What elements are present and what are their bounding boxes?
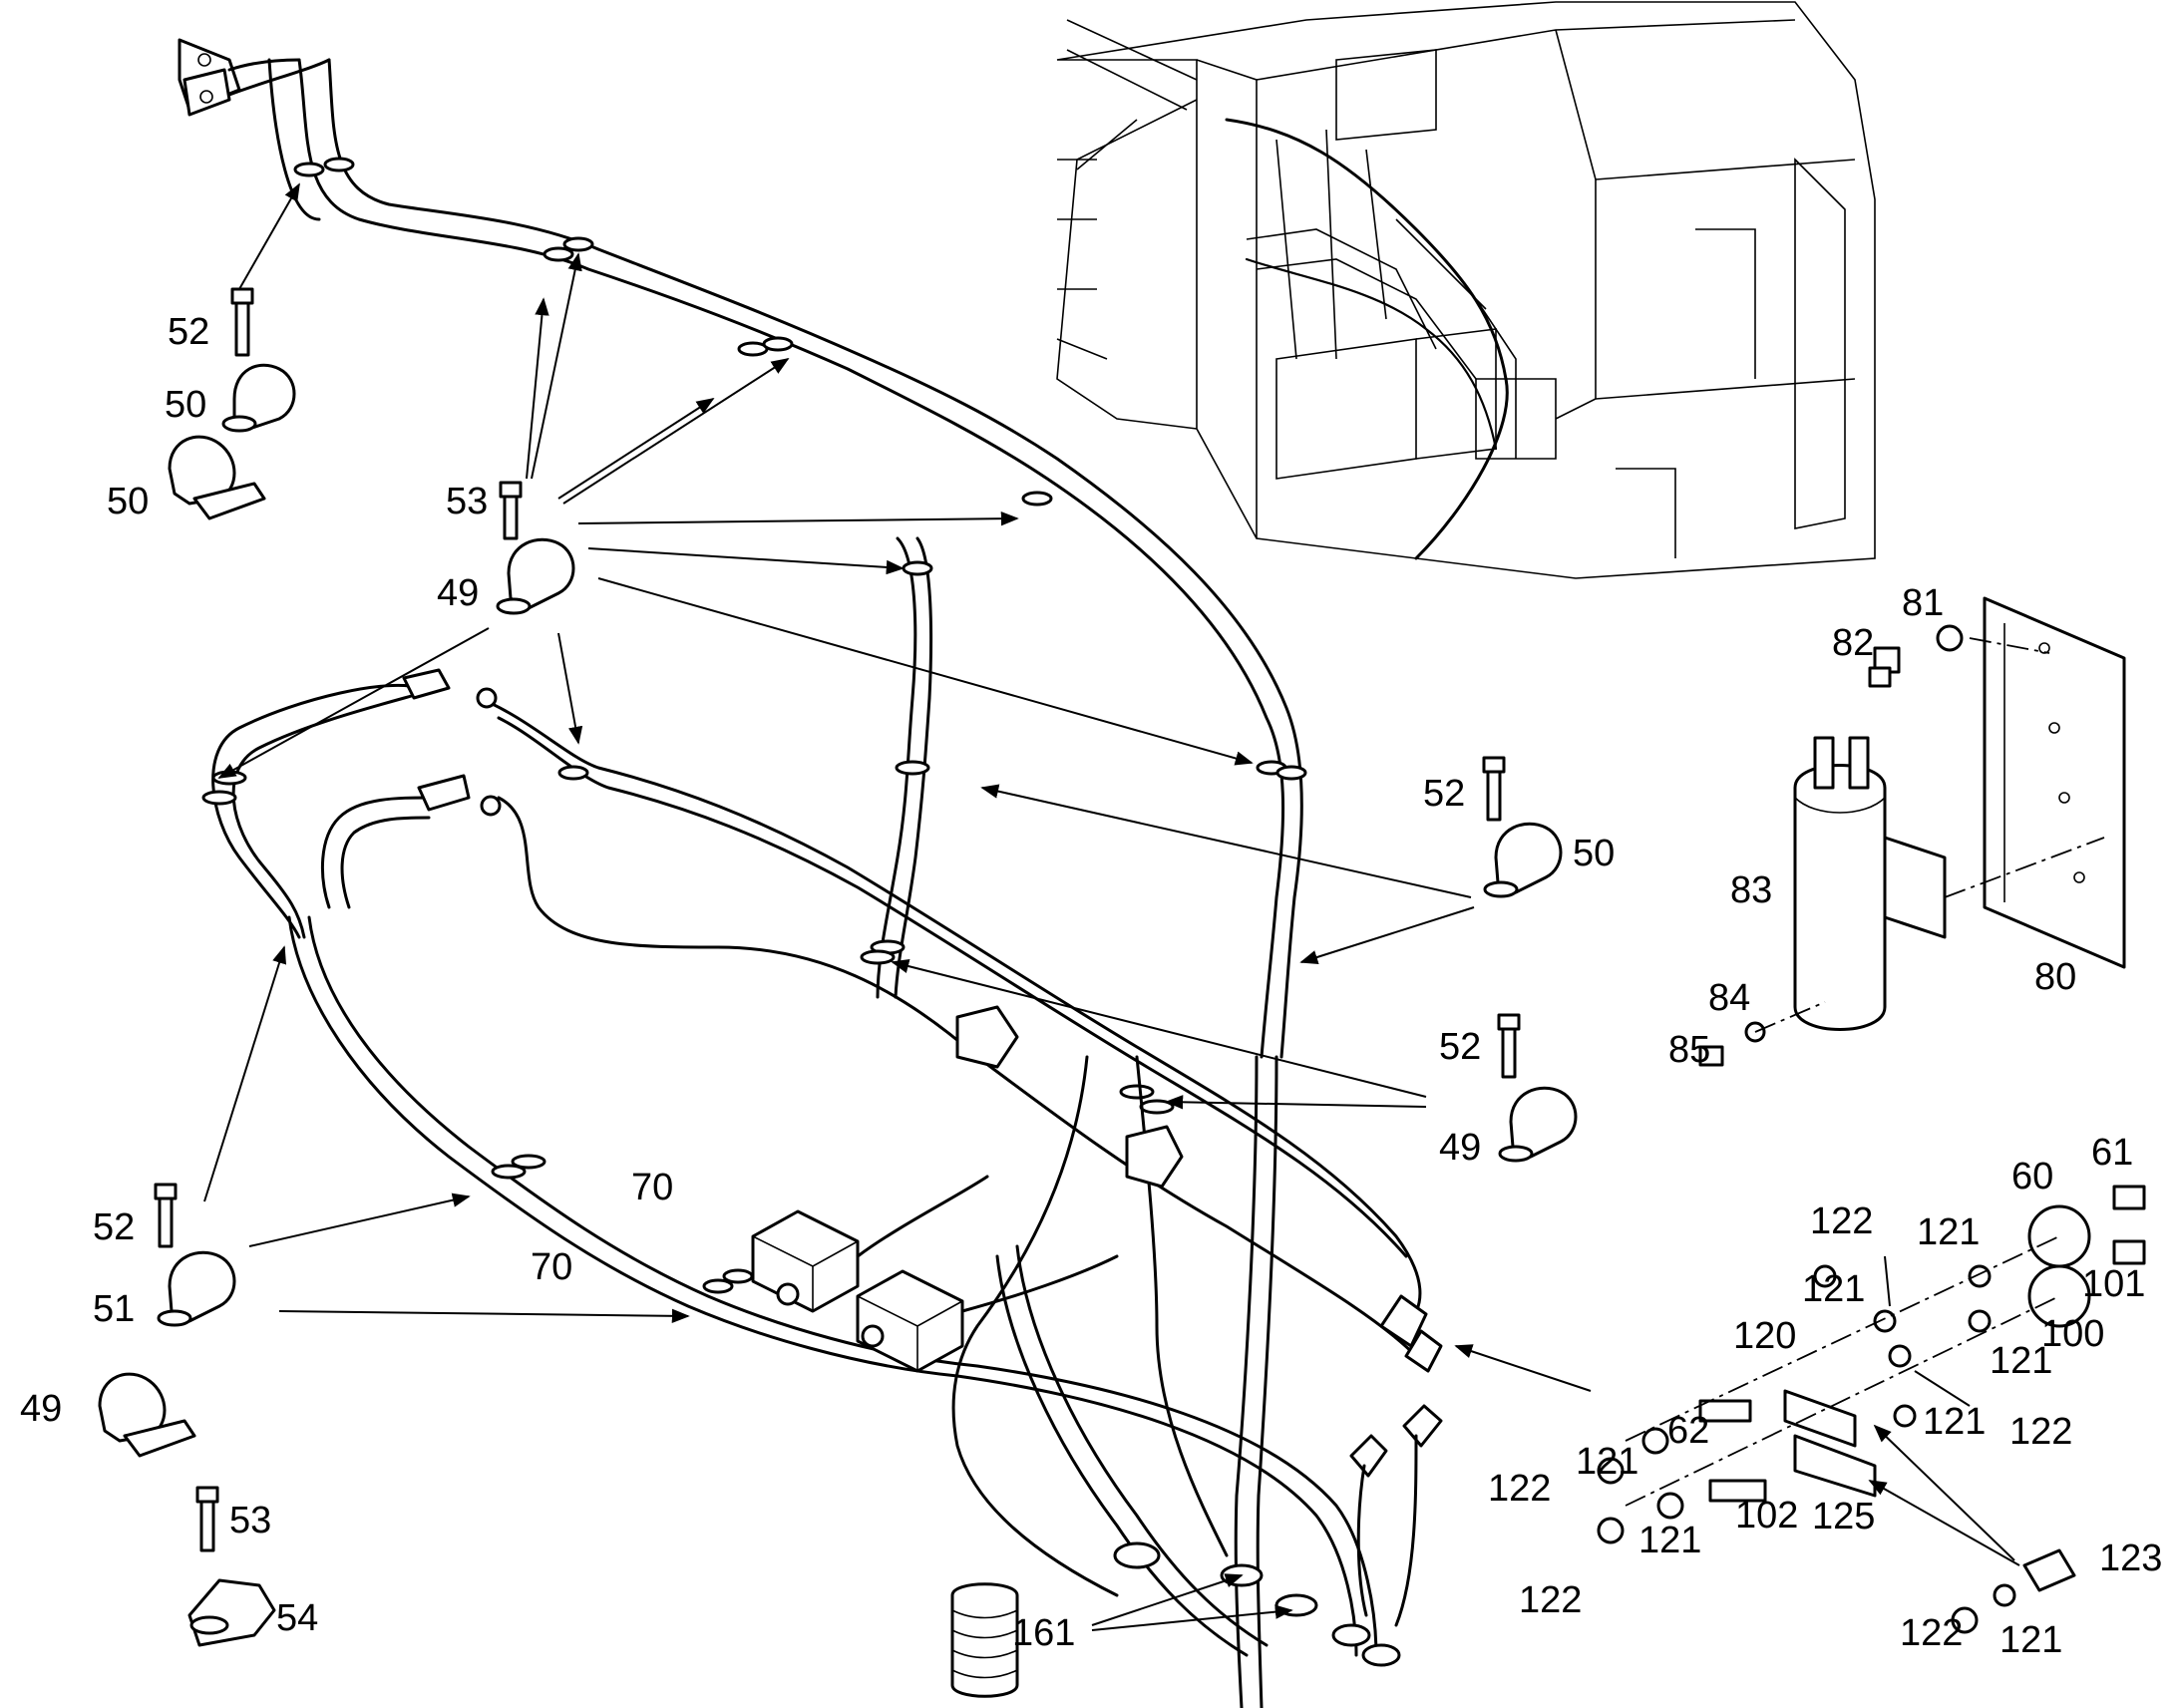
callout-121: 121	[1576, 1441, 1638, 1483]
callout-49: 49	[1439, 1127, 1481, 1169]
callout-100: 100	[2041, 1313, 2104, 1355]
callout-50: 50	[107, 481, 149, 522]
callout-51: 51	[93, 1288, 135, 1330]
callout-52: 52	[168, 311, 209, 353]
grommet-161	[950, 1582, 1019, 1698]
callout-102: 102	[1735, 1495, 1798, 1537]
callout-122: 122	[1900, 1612, 1963, 1654]
callout-121: 121	[1923, 1401, 1986, 1443]
machine-frame-view	[1056, 1, 1876, 579]
callout-70: 70	[531, 1246, 572, 1288]
callout-49: 49	[437, 572, 479, 614]
callout-120: 120	[1733, 1315, 1796, 1357]
callout-53: 53	[446, 481, 488, 522]
clip-set-top-left	[168, 287, 296, 520]
callout-50: 50	[165, 384, 206, 426]
fuse-assembly	[1597, 1185, 2146, 1634]
callout-49: 49	[20, 1388, 62, 1430]
callout-121: 121	[1802, 1268, 1865, 1310]
callout-52: 52	[93, 1206, 135, 1248]
callout-122: 122	[2009, 1411, 2072, 1453]
callout-81: 81	[1902, 582, 1944, 624]
callout-161: 161	[1012, 1612, 1075, 1654]
filter-assembly	[1698, 596, 2126, 1067]
clip-set-center	[496, 481, 575, 615]
callout-83: 83	[1730, 869, 1772, 911]
callout-52: 52	[1423, 773, 1465, 815]
callout-labels: 52 50 50 53 49 52 50 52 49 70 70 52 51 4…	[20, 311, 2162, 1661]
clip-set-bottom-left	[98, 1183, 236, 1458]
callout-85: 85	[1668, 1029, 1710, 1071]
callout-122: 122	[1519, 1579, 1582, 1621]
callout-122: 122	[1488, 1468, 1551, 1510]
connector-blocks	[751, 1005, 1184, 1373]
callout-125: 125	[1812, 1496, 1875, 1537]
callout-50: 50	[1573, 833, 1615, 874]
callout-123: 123	[2099, 1537, 2162, 1579]
callout-54: 54	[276, 1597, 318, 1639]
harness-mid-loop	[201, 668, 1422, 1328]
callout-80: 80	[2034, 956, 2076, 998]
clip-set-right-upper	[1482, 756, 1563, 898]
callout-53: 53	[229, 1500, 271, 1541]
harness-upper	[178, 38, 1307, 1059]
callout-70: 70	[631, 1167, 673, 1208]
harness-lower	[287, 774, 1443, 1657]
callout-121: 121	[1990, 1340, 2052, 1382]
harness-bottom	[951, 1055, 1401, 1708]
callout-121: 121	[1638, 1520, 1701, 1561]
callout-101: 101	[2082, 1263, 2145, 1305]
callout-62: 62	[1667, 1410, 1709, 1452]
callout-121: 121	[1917, 1211, 1980, 1253]
callout-82: 82	[1832, 622, 1874, 664]
callout-61: 61	[2091, 1132, 2133, 1174]
clip-set-right-lower	[1497, 1013, 1578, 1163]
bracket-54	[187, 1486, 276, 1647]
callout-122: 122	[1810, 1200, 1873, 1242]
callout-84: 84	[1708, 977, 1750, 1019]
callout-52: 52	[1439, 1026, 1481, 1068]
leader-lines	[203, 182, 2020, 1631]
callout-60: 60	[2011, 1156, 2053, 1197]
callout-121: 121	[1999, 1619, 2062, 1661]
